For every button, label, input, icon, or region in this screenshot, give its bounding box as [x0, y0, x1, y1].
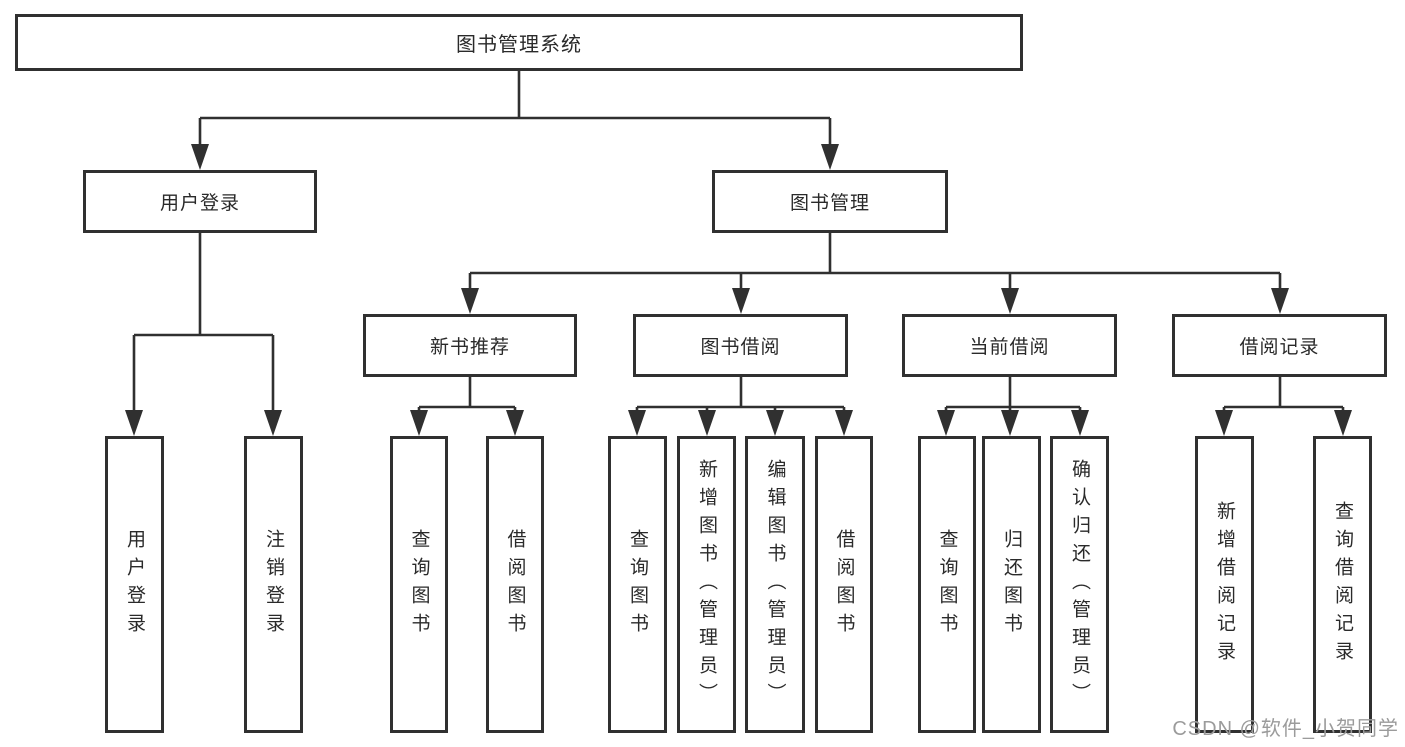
node-new-book-recommend: 新书推荐 [363, 314, 577, 377]
leaf-borrow-query-books-label: 查询图书 [627, 528, 648, 641]
leaf-logout: 注销登录 [244, 436, 303, 733]
leaf-add-books-admin: 新增图书（管理员） [677, 436, 736, 733]
node-book-management: 图书管理 [712, 170, 948, 233]
leaf-add-borrow-record-label: 新增借阅记录 [1214, 500, 1235, 669]
node-book-management-label: 图书管理 [789, 193, 870, 214]
leaf-return-books: 归还图书 [982, 436, 1041, 733]
leaf-current-query-books-label: 查询图书 [936, 528, 958, 641]
node-new-book-recommend-label: 新书推荐 [429, 337, 510, 358]
leaf-current-query-books: 查询图书 [918, 436, 976, 733]
leaf-edit-books-admin: 编辑图书（管理员） [745, 436, 805, 733]
node-root-label: 图书管理系统 [456, 34, 582, 56]
node-current-borrow-label: 当前借阅 [969, 337, 1050, 358]
leaf-query-borrow-record-label: 查询借阅记录 [1332, 500, 1353, 669]
node-user-login-label: 用户登录 [159, 193, 240, 214]
leaf-confirm-return-admin-label: 确认归还（管理员） [1069, 458, 1090, 711]
leaf-borrow-query-books: 查询图书 [608, 436, 667, 733]
leaf-query-borrow-record: 查询借阅记录 [1313, 436, 1372, 733]
leaf-confirm-return-admin: 确认归还（管理员） [1050, 436, 1109, 733]
leaf-borrow-books-label: 借阅图书 [833, 528, 855, 641]
node-user-login: 用户登录 [83, 170, 317, 233]
leaf-recommend-borrow-books-label: 借阅图书 [504, 528, 526, 641]
leaf-user-login-label: 用户登录 [124, 528, 145, 641]
node-book-borrow: 图书借阅 [633, 314, 848, 377]
leaf-borrow-books: 借阅图书 [815, 436, 873, 733]
leaf-logout-label: 注销登录 [263, 528, 284, 641]
leaf-add-borrow-record: 新增借阅记录 [1195, 436, 1254, 733]
node-book-borrow-label: 图书借阅 [700, 337, 781, 358]
node-root-library-system: 图书管理系统 [15, 14, 1023, 71]
leaf-return-books-label: 归还图书 [1001, 528, 1022, 641]
node-current-borrow: 当前借阅 [902, 314, 1117, 377]
leaf-add-books-admin-label: 新增图书（管理员） [696, 458, 717, 711]
node-borrow-records: 借阅记录 [1172, 314, 1387, 377]
leaf-recommend-query-books: 查询图书 [390, 436, 448, 733]
leaf-recommend-query-books-label: 查询图书 [408, 528, 430, 641]
leaf-edit-books-admin-label: 编辑图书（管理员） [764, 458, 786, 711]
csdn-watermark: CSDN @软件_小贺同学 [1172, 718, 1399, 740]
leaf-user-login: 用户登录 [105, 436, 164, 733]
leaf-recommend-borrow-books: 借阅图书 [486, 436, 544, 733]
node-borrow-records-label: 借阅记录 [1239, 337, 1320, 358]
